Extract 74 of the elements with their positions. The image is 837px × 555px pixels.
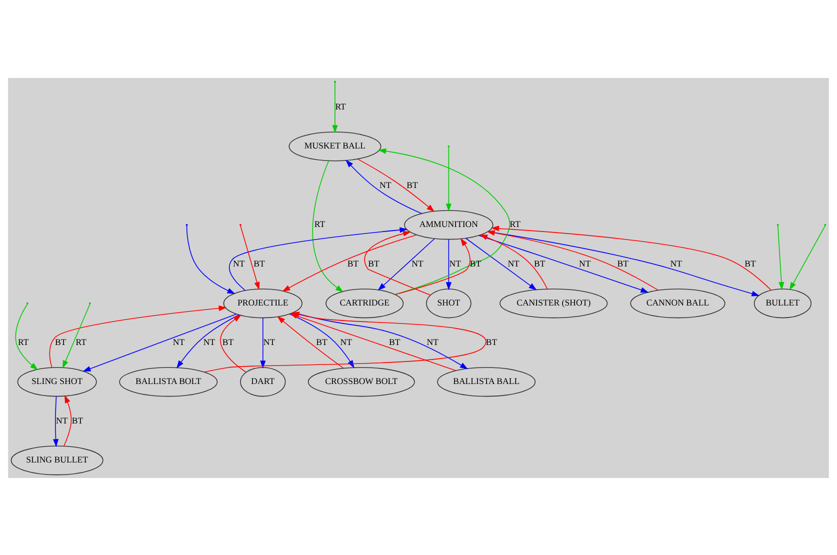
edge-label: RT <box>18 336 29 346</box>
edge-label: BT <box>406 179 418 190</box>
edge-label: RT <box>510 218 521 229</box>
arrow <box>789 224 826 290</box>
arrow <box>64 394 72 446</box>
arrow <box>446 238 452 290</box>
edge-label: BT <box>316 336 328 346</box>
arrow <box>378 238 435 290</box>
edge-label: NT <box>449 258 461 268</box>
edge-label: NT <box>203 336 216 346</box>
node-ellipse: SLING BULLET <box>10 445 104 475</box>
edge-label: NT <box>578 258 591 268</box>
edge-label: BT <box>368 258 380 268</box>
arrow <box>186 224 236 294</box>
edge-label: BT <box>347 258 359 268</box>
arrow <box>490 225 772 290</box>
arrow <box>220 314 246 372</box>
node-ellipse: MUSKET BALL <box>288 131 382 161</box>
edge-label: BT <box>744 258 756 268</box>
edge-label: RT <box>314 218 326 229</box>
arrow <box>364 230 431 296</box>
edge-label: NT <box>232 258 245 268</box>
arrow <box>240 224 260 290</box>
arrow <box>52 396 59 447</box>
node-ellipse: DART <box>240 366 286 396</box>
arrow <box>394 238 470 294</box>
node-ellipse: CANNON BALL <box>630 288 726 318</box>
arrow <box>49 305 227 368</box>
node-ellipse: BALLISTA BALL <box>437 366 536 396</box>
edge-label: RT <box>335 100 346 111</box>
arrow <box>176 314 240 368</box>
edge-label: BT <box>55 336 66 346</box>
edge-label: NT <box>508 258 520 268</box>
arrow <box>478 234 649 292</box>
arrow <box>62 303 90 368</box>
arrow <box>228 226 408 290</box>
arrow <box>378 148 510 294</box>
edge-label: NT <box>426 336 439 346</box>
node-ellipse: BALLISTA BOLT <box>119 366 218 396</box>
edge-label: BT <box>486 336 498 346</box>
edge-label: BT <box>72 414 84 425</box>
arrow <box>446 146 452 212</box>
edge-label: RT <box>76 336 86 346</box>
arrow <box>346 159 422 214</box>
arrow <box>479 234 548 289</box>
edge-label: BT <box>534 258 546 268</box>
arrow <box>332 82 338 133</box>
node-ellipse: BULLET <box>754 288 812 318</box>
node-ellipse: CANISTER (SHOT) <box>500 288 608 318</box>
arrow <box>465 237 537 290</box>
edge-label: NT <box>340 336 352 346</box>
edge-label: BT <box>222 336 234 346</box>
edge-label: NT <box>380 179 392 190</box>
edge-label: NT <box>670 258 682 268</box>
edge-label: BT <box>617 258 629 268</box>
edge-label: NT <box>412 258 424 268</box>
edge-label: NT <box>172 336 185 346</box>
edge-label: BT <box>254 258 265 268</box>
arrow <box>777 224 784 290</box>
edge-label: NT <box>56 414 68 425</box>
arrow <box>357 158 435 212</box>
arrow <box>312 160 344 292</box>
arrow <box>260 317 266 368</box>
arrow <box>15 303 38 370</box>
arrow <box>82 313 237 372</box>
node-ellipse: SHOT <box>426 288 472 318</box>
edge-label: BT <box>389 336 400 346</box>
arrow <box>488 230 760 296</box>
arrow <box>277 316 344 368</box>
arrow <box>486 230 659 290</box>
arrow <box>282 234 418 292</box>
node-ellipse: CARTRIDGE <box>326 288 404 318</box>
edge-label: NT <box>263 336 276 346</box>
node-ellipse: CROSSBOW BOLT <box>308 366 415 396</box>
